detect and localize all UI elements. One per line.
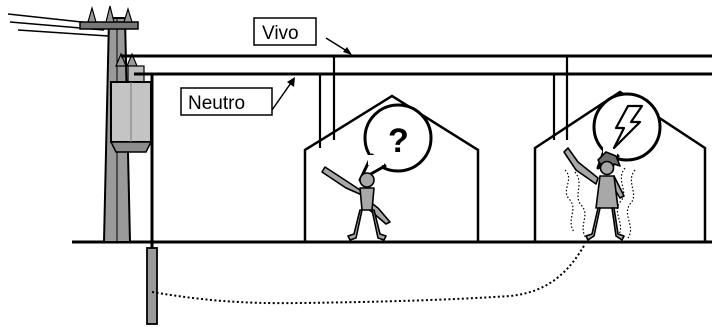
transformer [109,81,153,153]
person-right [563,147,625,241]
earth-current-path [151,243,586,305]
neutral-label-text: Neutro [188,93,245,114]
live-label: Vivo [253,17,352,55]
shock-lines [564,167,636,239]
house-left-service-drop [318,56,336,148]
question-bubble-icon: ? [358,103,433,182]
house-right [533,90,707,242]
neutral-label: Neutro [180,77,295,116]
house-left [303,94,480,242]
neutral-wire [134,72,712,302]
question-mark: ? [388,122,409,160]
grounding-rod [146,247,158,325]
person-left [321,166,391,241]
lightning-bolt [612,104,644,150]
live-label-text: Vivo [262,23,299,44]
house-right-service-drop [552,56,569,140]
